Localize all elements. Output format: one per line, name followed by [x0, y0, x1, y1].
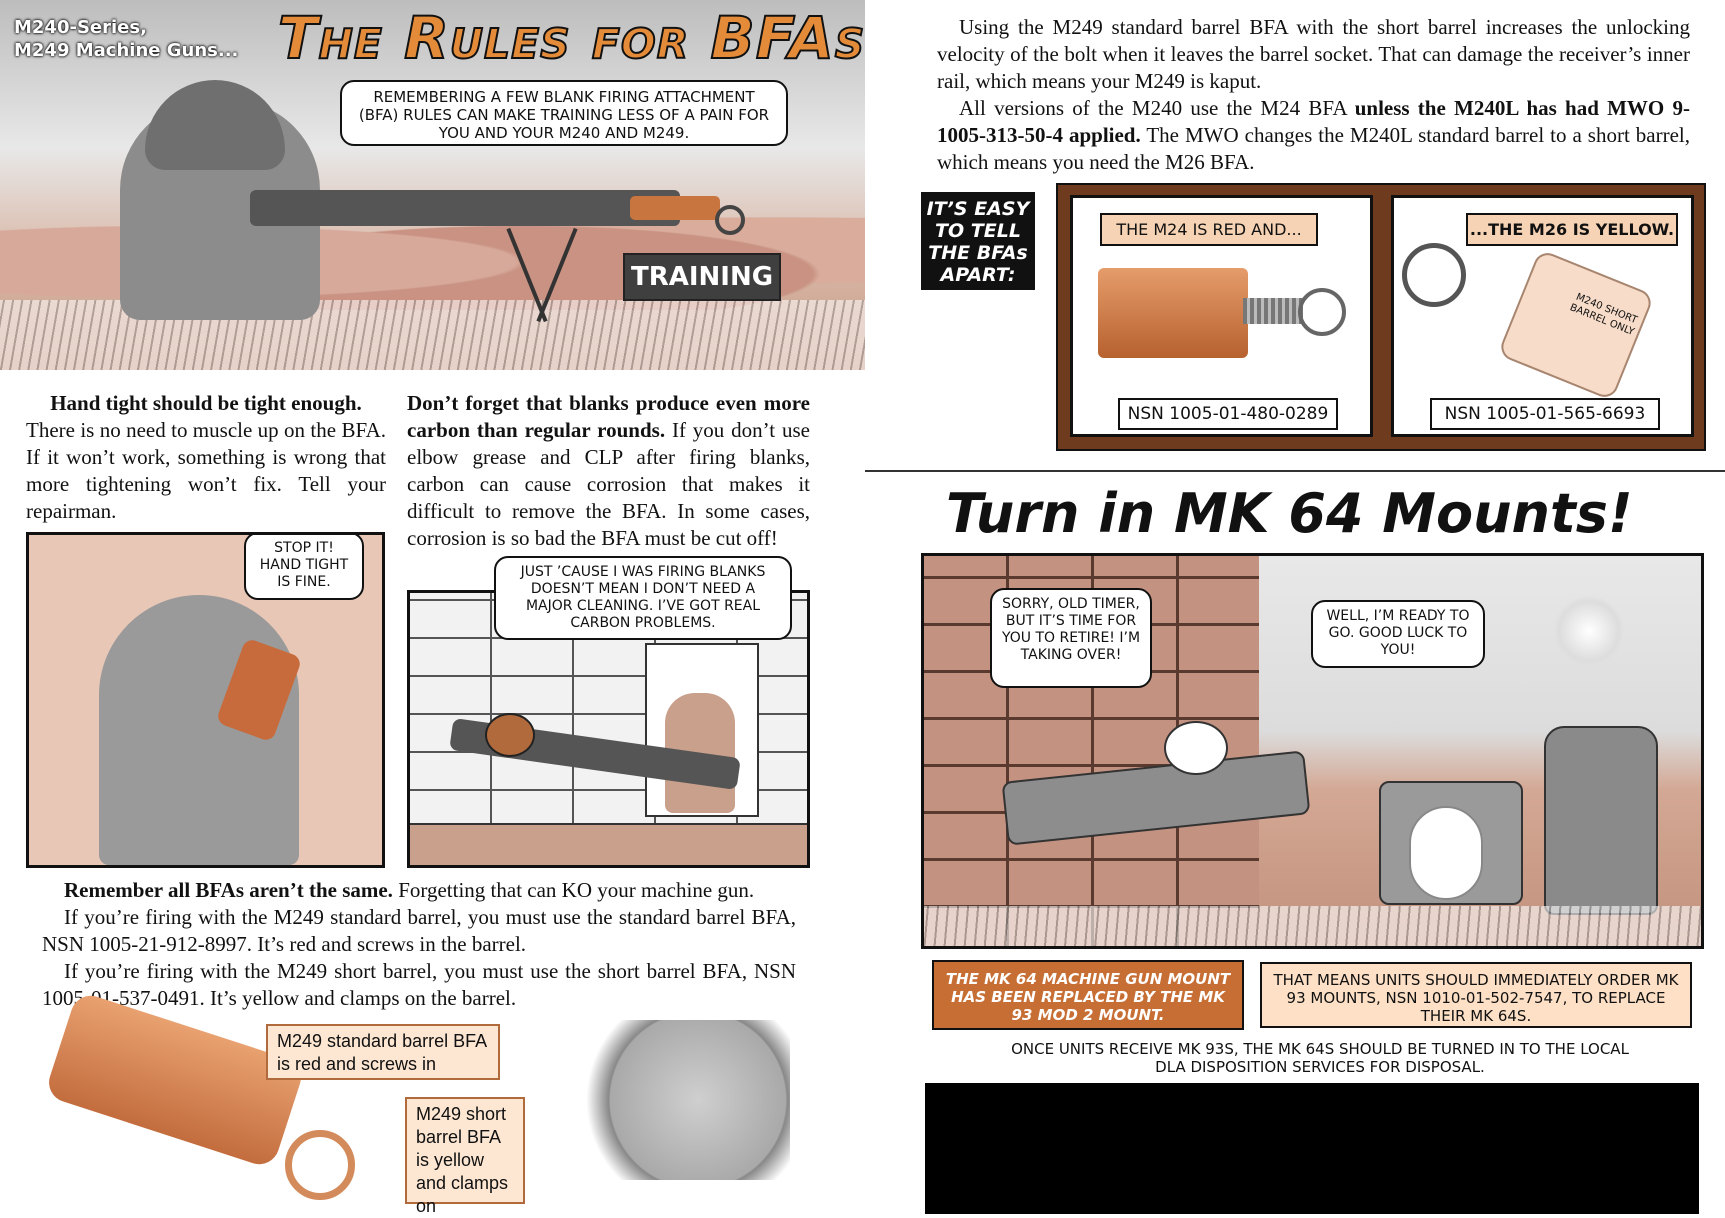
mk64-replaced-box: THE MK 64 MACHINE GUN MOUNT HAS BEEN REP…	[932, 960, 1244, 1030]
panel-hand-tight: STOP IT! HAND TIGHT IS FINE.	[26, 532, 385, 868]
bfa-compare-frame: THE M24 IS RED AND... NSN 1005-01-480-02…	[1056, 183, 1706, 451]
carbon-text: Don’t forget that blanks produce even mo…	[407, 390, 810, 552]
panel-m24: THE M24 IS RED AND... NSN 1005-01-480-02…	[1070, 195, 1373, 437]
callout-standard-bfa: M249 standard barrel BFA is red and scre…	[266, 1024, 500, 1080]
m26-nsn: NSN 1005-01-565-6693	[1430, 398, 1660, 430]
m26-label: ...THE M26 IS YELLOW.	[1466, 213, 1678, 246]
m249-short-paragraph: If you’re firing with the M249 short bar…	[42, 959, 796, 1010]
bfa-ring-icon	[285, 1130, 355, 1200]
callout-short-bfa: M249 short barrel BFA is yellow and clam…	[405, 1097, 525, 1216]
ground	[924, 906, 1701, 946]
section-rule	[865, 470, 1725, 472]
training-sign: TRAINING	[623, 253, 781, 301]
hand-tight-text: Hand tight should be tight enough. There…	[26, 390, 386, 525]
kaput-paragraph: Using the M249 standard barrel BFA with …	[937, 15, 1690, 93]
machine-gun-icon	[250, 190, 680, 226]
top-illustration: TRAINING M240-Series, M249 Machine Guns.…	[0, 0, 865, 370]
page-title: The Rules for BFAs	[277, 3, 866, 73]
standard-bfa-illustration	[43, 990, 307, 1170]
table	[410, 823, 807, 865]
hand-tight-lead: Hand tight should be tight enough.	[50, 391, 362, 415]
mwo-bold: unless the M240L has had MWO 9-1005-313-…	[937, 96, 1690, 147]
bfas-lead: Remember all BFAs aren’t the same.	[64, 878, 393, 902]
m26-ring-icon	[1402, 243, 1466, 307]
panel-m26: ...THE M26 IS YELLOW. M240 SHORT BARREL …	[1391, 195, 1694, 437]
m24-bfa-icon	[1098, 268, 1248, 358]
bfas-not-same-text: Remember all BFAs aren’t the same. Forge…	[42, 877, 796, 1012]
panel-mk64	[921, 553, 1704, 949]
m249-standard-paragraph: If you’re firing with the M249 standard …	[42, 905, 796, 956]
series-label: M240-Series, M249 Machine Guns...	[14, 16, 238, 62]
m24-nsn: NSN 1005-01-480-0289	[1118, 398, 1338, 430]
black-block	[925, 1083, 1699, 1214]
bfas-lead-rest: Forgetting that can KO your machine gun.	[398, 878, 755, 902]
mk93-order-box: THAT MEANS UNITS SHOULD IMMEDIATELY ORDE…	[1260, 962, 1692, 1028]
right-top-text: Using the M249 standard barrel BFA with …	[937, 14, 1690, 176]
speech-bubble-retire: SORRY, OLD TIMER, BUT IT’S TIME FOR YOU …	[990, 588, 1152, 688]
disposal-footer: ONCE UNITS RECEIVE MK 93s, THE MK 64s SH…	[1011, 1040, 1629, 1076]
m240-lead: All versions of the M240 use the M24 BFA	[959, 96, 1347, 120]
carbon-lead: Don’t forget that blanks produce even mo…	[407, 391, 810, 442]
golf-bag-icon	[1544, 726, 1658, 915]
speech-bubble-ready: WELL, I’M READY TO GO. GOOD LUCK TO YOU!	[1311, 600, 1485, 668]
beard-icon	[1409, 806, 1483, 900]
series-label-line-2: M249 Machine Guns...	[14, 40, 239, 61]
helmet-icon	[145, 80, 285, 170]
mk64-title: Turn in MK 64 Mounts!	[946, 482, 1633, 545]
speech-bubble-stop: STOP IT! HAND TIGHT IS FINE.	[244, 535, 364, 600]
series-label-line-1: M240-Series,	[14, 17, 147, 38]
hand-tight-body: There is no need to muscle up on the BFA…	[26, 418, 386, 523]
speech-bubble-training: REMEMBERING A FEW BLANK FIRING ATTACHMEN…	[340, 80, 788, 146]
carbon-body: If you don’t use elbow grease and CLP af…	[407, 418, 810, 550]
easy-to-tell-tag: IT’S EASY TO TELL THE BFAs APART:	[921, 192, 1035, 290]
short-bfa-illustration	[560, 1020, 790, 1180]
speech-bubble-carbon: JUST ’CAUSE I WAS FIRING BLANKS DOESN’T …	[494, 556, 792, 640]
m24-label: THE M24 IS RED AND...	[1100, 213, 1318, 246]
mwo-rest: The MWO changes the M240L standard barre…	[937, 123, 1690, 174]
sun-icon	[1554, 596, 1624, 666]
